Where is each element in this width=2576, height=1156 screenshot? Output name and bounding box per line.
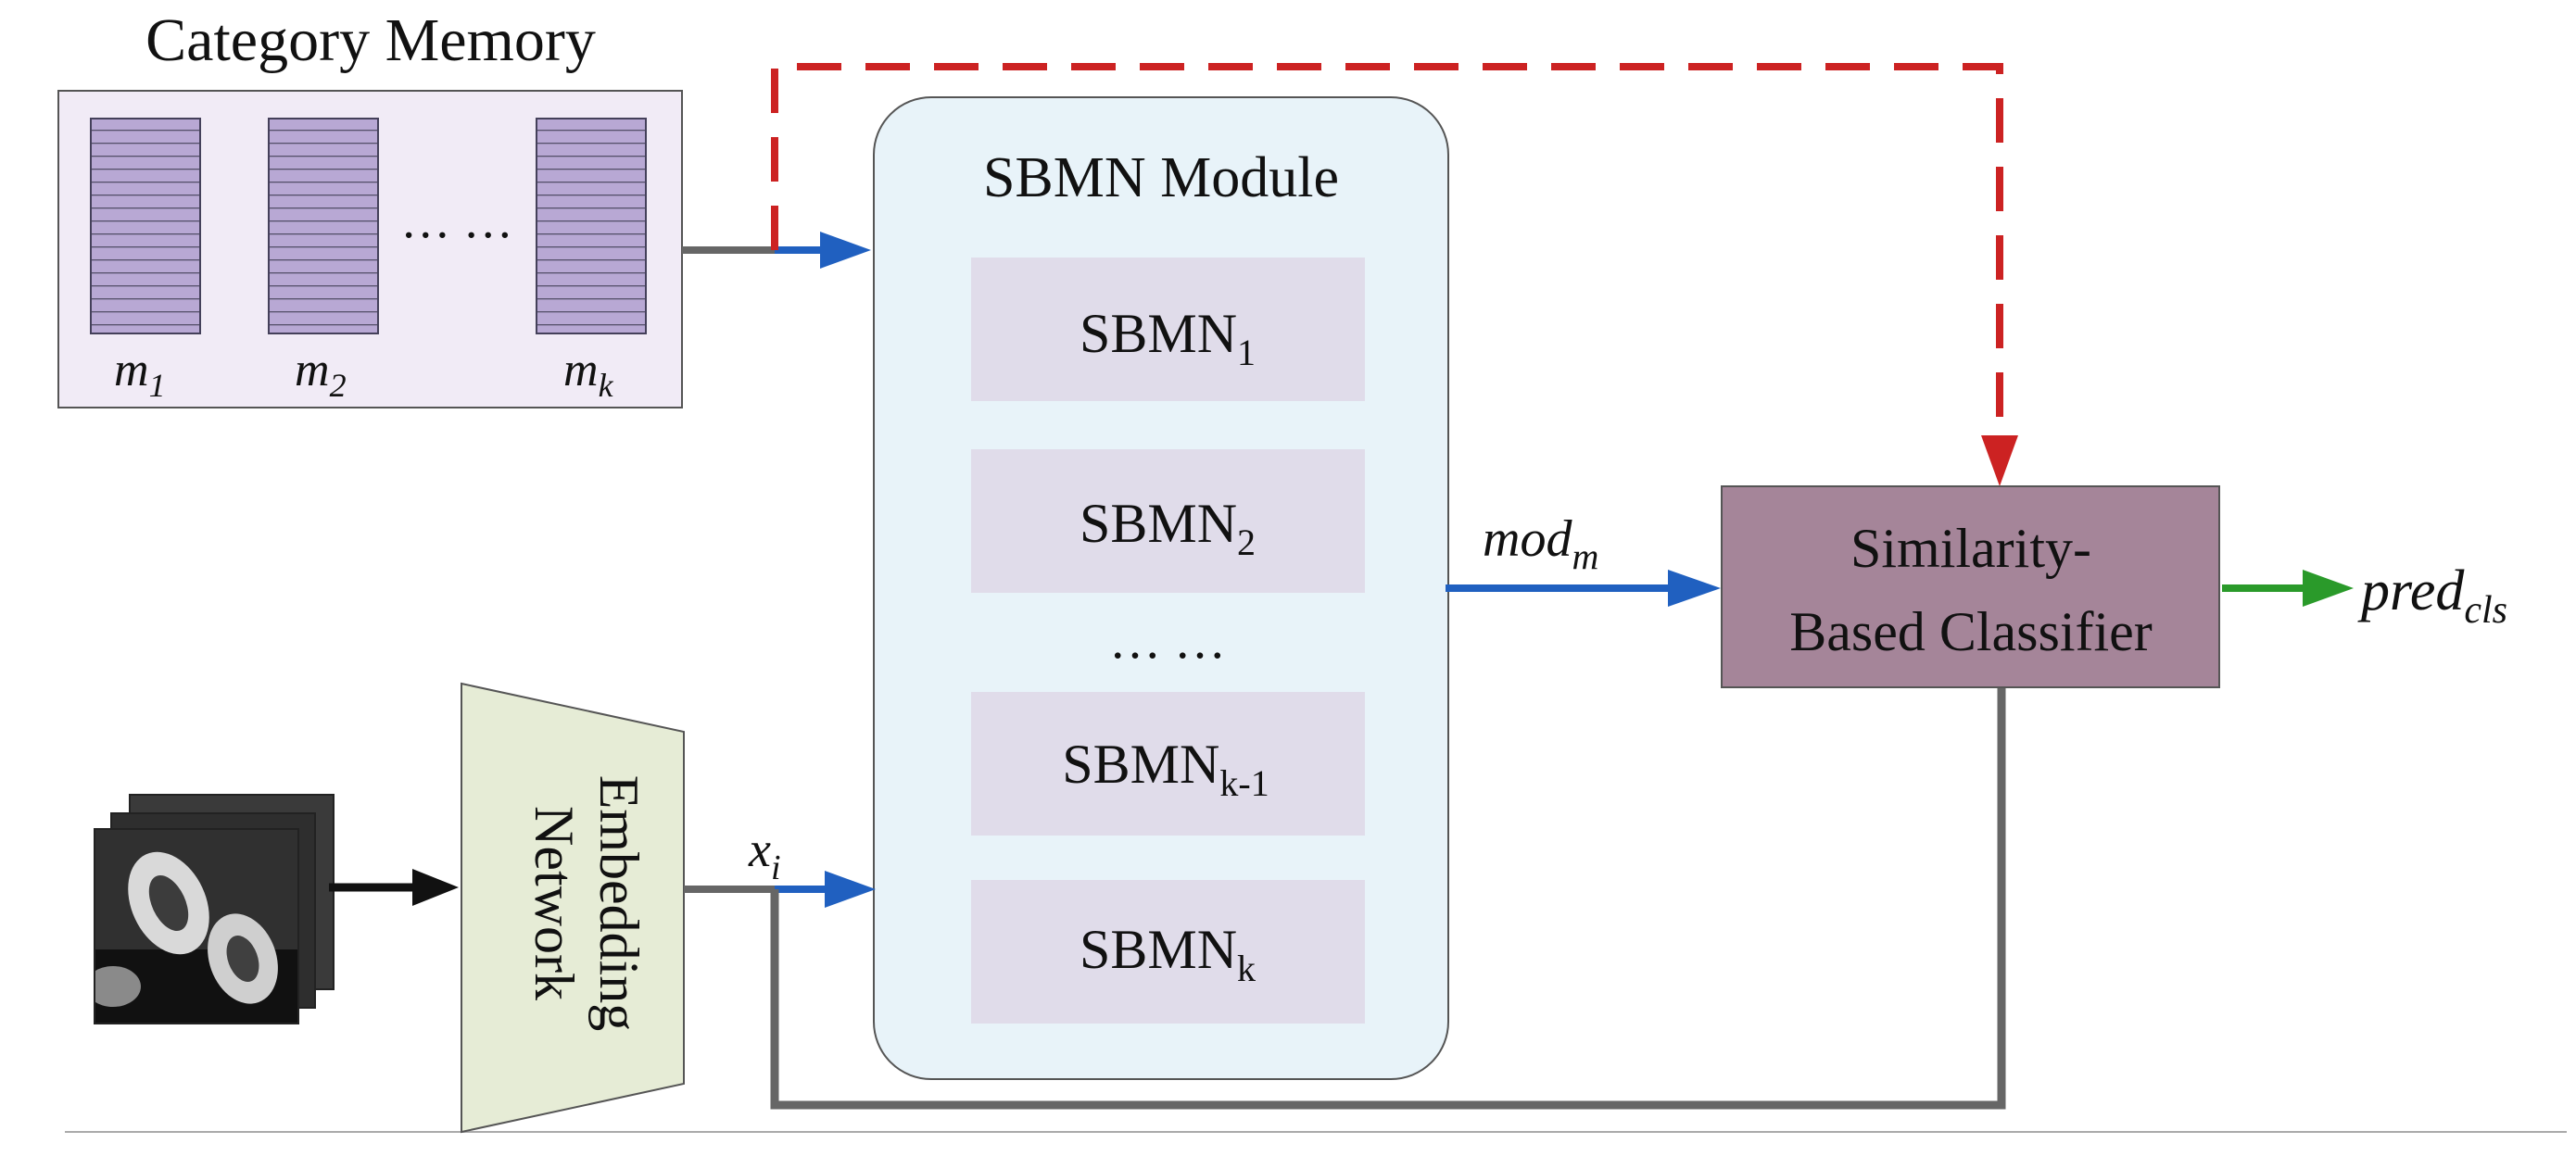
sbmn-label-2: SBMN2 (1080, 493, 1256, 563)
memory-slot-m1 (90, 118, 201, 334)
sbmn-label-1: SBMN1 (1080, 303, 1256, 373)
pred-cls-label: predcls (2357, 559, 2507, 632)
x-i-bypass-line (770, 687, 2006, 1110)
embedding-network: Embedding Network (461, 682, 685, 1134)
memory-ellipsis: … … (400, 193, 513, 248)
classifier-box (1721, 485, 2220, 688)
embedding-to-module-arrowhead (825, 871, 876, 908)
embedding-trapezoid (461, 682, 685, 1134)
memory-to-module-arrowhead (820, 232, 871, 269)
module-to-classifier-arrowhead (1668, 570, 1721, 607)
memory-label-m2: m2 (295, 344, 347, 404)
sbmn-block-2 (971, 449, 1365, 593)
memory-to-classifier-arrowhead (1981, 435, 2018, 486)
image-to-embedding-arrowhead (412, 869, 459, 906)
mod-m-label: modm (1483, 510, 1598, 577)
memory-to-classifier-dashed (771, 63, 2003, 435)
sbmn-block-1 (971, 258, 1365, 401)
sbmn-label-k-1: SBMNk-1 (1062, 734, 1269, 804)
sbmn-ellipsis: … … (1109, 612, 1226, 670)
embedding-label-line1: Embedding (588, 775, 650, 1032)
x-i-label: xi (748, 822, 781, 887)
classifier-to-output-arrowhead (2303, 570, 2354, 607)
sbmn-label-k: SBMNk (1080, 919, 1256, 989)
memory-slot-mk (536, 118, 647, 334)
memory-slot-m2 (268, 118, 379, 334)
classifier-label-line2: Based Classifier (1789, 601, 2153, 662)
memory-label-m1: m1 (114, 344, 166, 404)
input-image-stack (94, 794, 335, 1024)
sbmn-block-k-1 (971, 692, 1365, 836)
sbmn-block-k (971, 880, 1365, 1024)
category-memory-panel: Category Memory … … m1 m2 mk (57, 6, 683, 408)
sbmn-module-panel: SBMN Module SBMN1 SBMN2 … … SBMNk-1 SBMN… (873, 96, 1449, 1080)
x-ray-image-icon (94, 828, 299, 1024)
sbmn-module-title: SBMN Module (983, 146, 1339, 209)
classifier-label-line1: Similarity- (1850, 518, 2091, 579)
category-memory-title: Category Memory (145, 6, 596, 74)
similarity-classifier: Similarity- Based Classifier (1721, 485, 2220, 688)
memory-label-mk: mk (563, 344, 614, 404)
embedding-label-line2: Network (524, 806, 585, 1000)
